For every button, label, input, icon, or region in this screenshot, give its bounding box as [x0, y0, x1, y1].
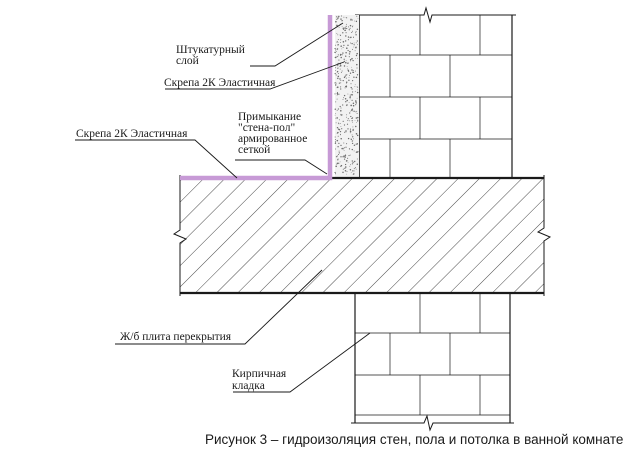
- labels: Штукатурный слой Скрепа 2К Эластичная Пр…: [76, 44, 307, 392]
- label-brick-2: кладка: [232, 380, 265, 392]
- label-plaster-1: Штукатурный: [176, 44, 245, 56]
- leader-lines: [75, 22, 371, 393]
- lower-brick-wall: [351, 293, 514, 432]
- label-brick-1: Кирпичная: [232, 368, 287, 380]
- label-junction-4: сеткой: [238, 144, 270, 156]
- leader-skrepa-top: [165, 61, 345, 90]
- label-slab: Ж/б плита перекрытия: [120, 331, 232, 343]
- upper-brick-wall: [355, 6, 516, 178]
- label-junction-1: Примыкание: [238, 111, 301, 123]
- leader-slab: [115, 269, 323, 345]
- waterproofing-membrane: [180, 15, 333, 181]
- label-junction-3: армированное: [238, 133, 307, 145]
- leader-plaster: [250, 22, 344, 67]
- label-skrepa-top: Скрепа 2К Эластичная: [164, 77, 276, 89]
- leader-junction: [235, 159, 328, 175]
- leader-skrepa-left: [75, 139, 238, 179]
- leader-brick: [233, 332, 371, 393]
- concrete-slab: [172, 175, 552, 296]
- plaster-layer: [334, 15, 359, 178]
- label-plaster-2: слой: [176, 55, 199, 67]
- label-junction-2: "стена-пол": [238, 122, 295, 134]
- label-skrepa-left: Скрепа 2К Эластичная: [76, 128, 188, 140]
- figure-caption: Рисунок 3 – гидроизоляция стен, пола и п…: [205, 432, 623, 447]
